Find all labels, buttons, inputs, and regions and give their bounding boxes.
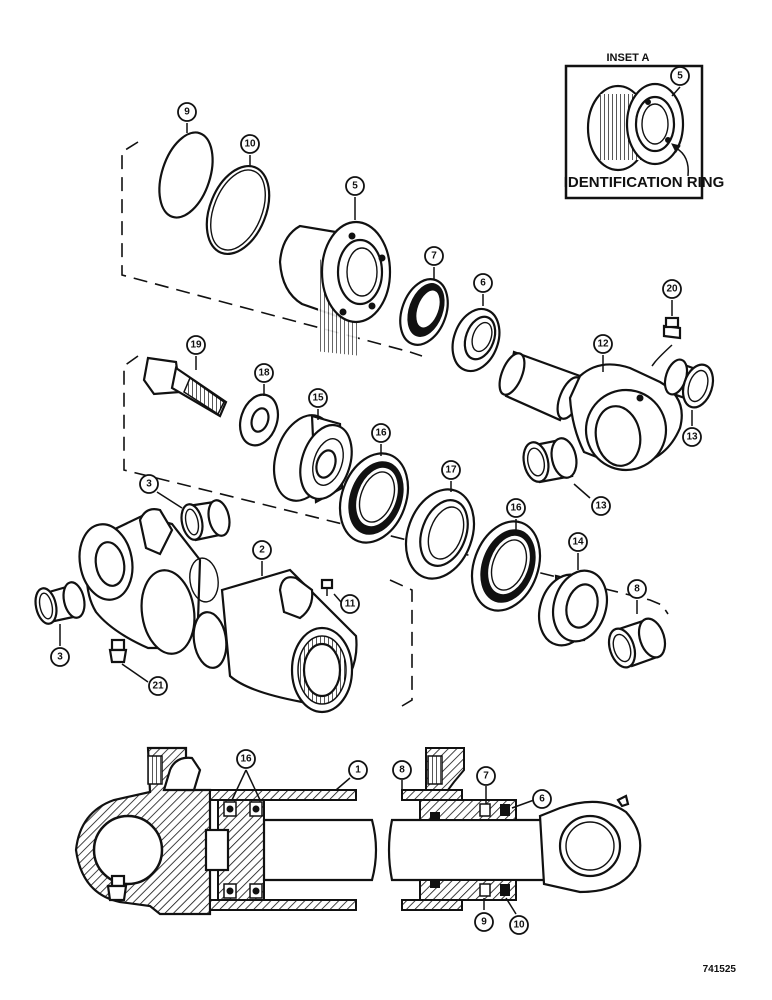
svg-text:1: 1 xyxy=(355,765,361,776)
svg-text:6: 6 xyxy=(480,278,486,289)
svg-text:16: 16 xyxy=(375,428,387,439)
svg-text:7: 7 xyxy=(483,771,489,782)
part-16-piston-seal-lower xyxy=(470,520,542,612)
svg-text:9: 9 xyxy=(481,917,487,928)
svg-text:3: 3 xyxy=(57,652,63,663)
svg-text:17: 17 xyxy=(445,465,457,476)
svg-text:3: 3 xyxy=(146,479,152,490)
svg-text:20: 20 xyxy=(666,284,678,295)
upper-group-bracket xyxy=(121,141,423,357)
part-13-bushing-lower xyxy=(522,437,578,484)
callout-16-lower: 16 xyxy=(506,498,526,530)
callout-13-right: 13 xyxy=(682,410,702,447)
part-19-bolt xyxy=(142,356,228,418)
part-21-grease-fitting xyxy=(108,638,149,683)
callout-11: 11 xyxy=(340,594,360,614)
part-8-bushing xyxy=(607,617,667,669)
section-callout-6: 6 xyxy=(511,789,552,809)
callout-6: 6 xyxy=(473,273,493,306)
svg-text:6: 6 xyxy=(539,794,545,805)
svg-text:16: 16 xyxy=(240,754,252,765)
svg-text:18: 18 xyxy=(258,368,270,379)
part-13-bushing-right xyxy=(663,358,715,409)
callout-18: 18 xyxy=(254,363,274,396)
lower-group-bracket xyxy=(389,579,413,707)
svg-text:5: 5 xyxy=(352,181,358,192)
part-12-rod-eye xyxy=(498,350,683,472)
svg-text:13: 13 xyxy=(686,432,698,443)
figure-code: 741525 xyxy=(703,964,737,975)
part-18-washer xyxy=(238,393,280,447)
callout-13-lower: 13 xyxy=(573,483,611,516)
svg-text:10: 10 xyxy=(513,920,525,931)
part-7-seal xyxy=(399,278,449,346)
part-10-backup-ring xyxy=(205,164,271,256)
callout-20: 20 xyxy=(662,279,682,316)
section-callout-9: 9 xyxy=(474,898,494,932)
svg-text:16: 16 xyxy=(510,503,522,514)
part-6-rod-seal xyxy=(451,307,501,373)
callout-12: 12 xyxy=(593,334,613,372)
callout-8: 8 xyxy=(627,579,647,614)
part-15-piston xyxy=(273,414,353,504)
callout-9: 9 xyxy=(177,102,197,133)
part-17-wear-ring xyxy=(404,488,476,580)
svg-text:5: 5 xyxy=(677,71,683,82)
part-11-setscrew xyxy=(320,578,342,603)
svg-text:21: 21 xyxy=(152,681,164,692)
part-3-bushing-upper xyxy=(180,499,231,542)
part-3-bushing-lower xyxy=(34,581,86,625)
svg-text:12: 12 xyxy=(597,339,609,350)
svg-text:10: 10 xyxy=(244,139,256,150)
callout-16-upper: 16 xyxy=(371,423,391,456)
callout-19: 19 xyxy=(186,335,206,370)
callout-3-lower: 3 xyxy=(50,624,70,667)
svg-text:19: 19 xyxy=(190,340,202,351)
svg-text:15: 15 xyxy=(312,393,324,404)
svg-text:8: 8 xyxy=(634,584,640,595)
callout-7: 7 xyxy=(424,246,444,280)
base-pin-hole xyxy=(92,814,164,886)
callout-10: 10 xyxy=(240,134,260,166)
svg-text:7: 7 xyxy=(431,251,437,262)
svg-text:2: 2 xyxy=(259,545,265,556)
inset-a: INSET A 5 IDENTIFICATION RING xyxy=(564,52,725,200)
sectional-view xyxy=(74,746,642,916)
callout-2: 2 xyxy=(252,540,272,576)
inset-callout-5: 5 xyxy=(670,66,690,97)
svg-text:14: 14 xyxy=(572,537,584,548)
svg-text:11: 11 xyxy=(345,599,356,610)
callout-21: 21 xyxy=(148,676,168,696)
part-2-barrel xyxy=(78,508,358,714)
part-9-o-ring xyxy=(158,131,214,219)
callout-15: 15 xyxy=(308,388,328,420)
section-callout-8: 8 xyxy=(392,760,412,800)
inset-title: INSET A xyxy=(607,52,650,64)
part-16-piston-seal-upper xyxy=(338,452,410,544)
callout-5: 5 xyxy=(345,176,365,220)
svg-text:13: 13 xyxy=(595,501,607,512)
callout-14: 14 xyxy=(568,532,588,570)
identification-ring-label: IDENTIFICATION RING xyxy=(564,174,725,191)
callout-17: 17 xyxy=(441,460,461,492)
inset-gland-drawing xyxy=(586,82,685,172)
part-14-piston-nut xyxy=(538,569,608,647)
part-20-grease-fitting xyxy=(651,316,682,367)
section-callout-10: 10 xyxy=(505,897,529,935)
section-callout-16: 16 xyxy=(231,749,261,801)
part-5-gland xyxy=(278,220,392,356)
section-callout-1: 1 xyxy=(335,760,368,791)
section-callout-7: 7 xyxy=(476,766,496,804)
callout-3-upper: 3 xyxy=(139,474,183,509)
svg-text:9: 9 xyxy=(184,107,190,118)
svg-text:8: 8 xyxy=(399,765,405,776)
